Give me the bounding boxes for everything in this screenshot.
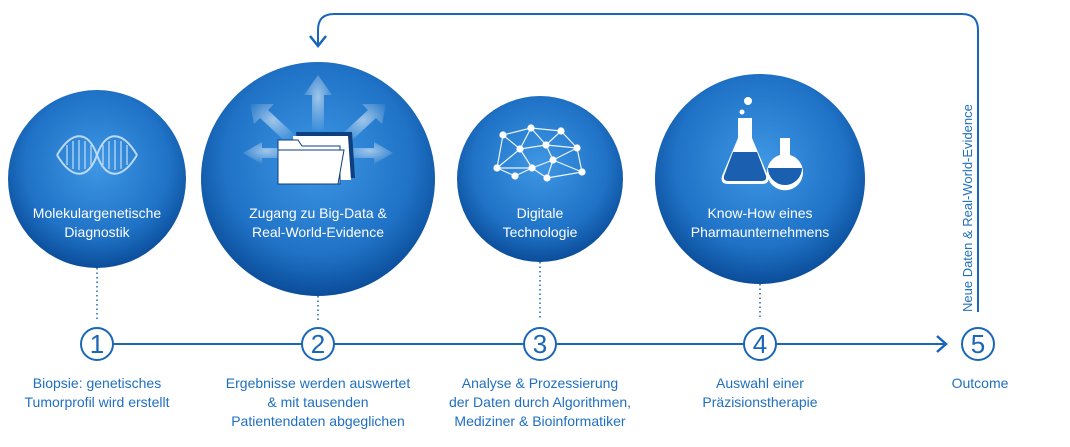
step-3-caption-line-3: Mediziner & Bioinformatiker <box>454 413 626 429</box>
step-2-caption: Ergebnisse werden auswertet & mit tausen… <box>213 374 423 431</box>
step-2-caption-line-2: & mit tausenden <box>267 394 369 410</box>
step-3-caption-line-2: der Daten durch Algorithmen, <box>448 394 632 410</box>
circle-3-line-1: Digitale <box>517 205 564 221</box>
step-5-number: 5 <box>971 329 985 359</box>
circle-1-line-2: Diagnostik <box>64 224 130 240</box>
step-1-caption: Biopsie: genetisches Tumorprofil wird er… <box>7 374 187 412</box>
step-marker-4: 4 <box>743 327 777 361</box>
step-5-caption: Outcome <box>930 374 1030 393</box>
network-icon <box>493 124 586 182</box>
step-marker-1: 1 <box>80 327 114 361</box>
step-5-caption-line-1: Outcome <box>951 375 1009 391</box>
circle-digital-technology: Digitale Technologie <box>457 96 623 262</box>
step-marker-3: 3 <box>523 327 557 361</box>
step-4-caption: Auswahl einer Präzisionstherapie <box>680 374 840 412</box>
circle-2-line-1: Zugang zu Big-Data & <box>249 205 387 221</box>
timeline-arrowhead-icon <box>936 335 948 353</box>
feedback-loop-line <box>317 13 979 312</box>
step-3-number: 3 <box>533 329 547 359</box>
step-3-caption-line-1: Analyse & Prozessierung <box>461 375 619 391</box>
circle-pharma-know-how: Know-How eines Pharmaunternehmens <box>655 74 865 284</box>
circle-molecular-diagnostics: Molekulargenetische Diagnostik <box>8 90 186 268</box>
circle-3-line-2: Technologie <box>503 224 578 240</box>
feedback-label: Neue Daten & Real-World-Evidence <box>960 104 975 312</box>
flasks-icon <box>721 97 804 191</box>
circle-1-line-1: Molekulargenetische <box>33 205 162 221</box>
circle-4-line-2: Pharmaunternehmens <box>691 224 830 240</box>
step-2-caption-line-1: Ergebnisse werden auswertet <box>225 375 411 391</box>
step-3-caption: Analyse & Prozessierung der Daten durch … <box>430 374 650 431</box>
folder-arrows-icon <box>243 75 393 185</box>
circle-big-data-access: Zugang zu Big-Data & Real-World-Evidence <box>201 62 435 296</box>
step-4-caption-line-1: Auswahl einer <box>716 375 804 391</box>
step-marker-2: 2 <box>301 327 335 361</box>
feedback-arrowhead-icon <box>309 35 327 49</box>
step-4-number: 4 <box>753 329 767 359</box>
step-4-caption-line-2: Präzisionstherapie <box>702 394 818 410</box>
step-2-number: 2 <box>311 329 325 359</box>
dna-icon <box>56 135 138 175</box>
circle-2-line-2: Real-World-Evidence <box>252 224 384 240</box>
step-marker-5: 5 <box>961 327 995 361</box>
step-1-caption-line-1: Biopsie: genetisches <box>32 375 162 391</box>
step-1-caption-line-2: Tumorprofil wird erstellt <box>24 394 170 410</box>
step-2-caption-line-3: Patientendaten abgeglichen <box>231 413 405 429</box>
step-1-number: 1 <box>90 329 104 359</box>
circle-4-line-1: Know-How eines <box>707 205 812 221</box>
